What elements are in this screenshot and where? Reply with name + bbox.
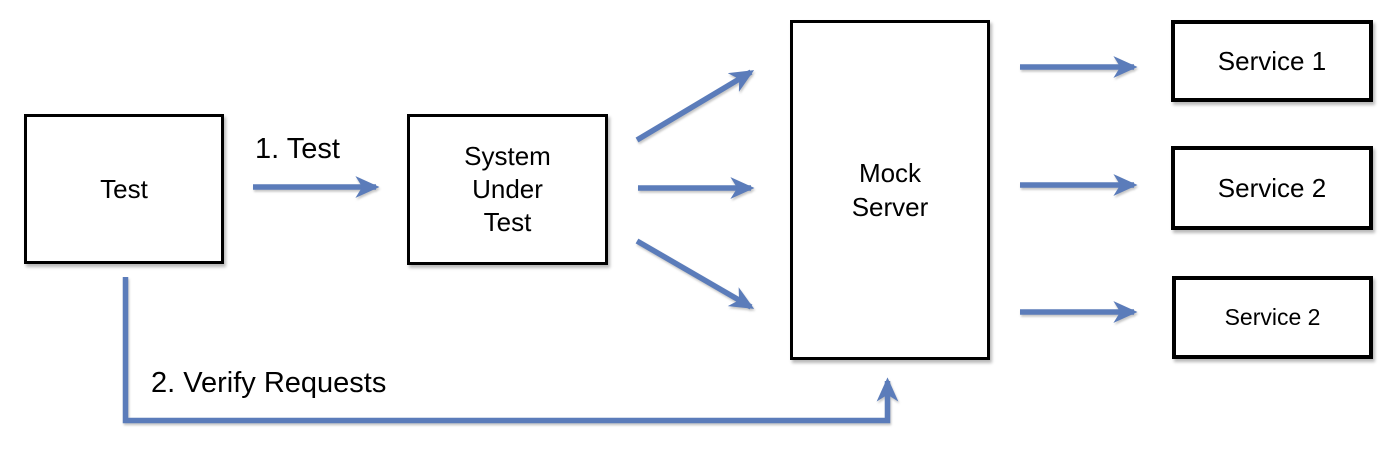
service-3-label: Service 2 [1224, 304, 1321, 330]
system-under-test-node: System Under Test [407, 114, 608, 265]
mock-server-label-line1: Mock [858, 158, 922, 188]
step-2-verify-requests-label: 2. Verify Requests [151, 367, 387, 399]
service-1-label: Service 1 [1217, 45, 1327, 76]
arrow-sut-to-mock-bottom [635, 238, 755, 310]
step-1-test-label: 1. Test [255, 133, 340, 165]
system-under-test-label-line3: Test [483, 207, 532, 237]
mock-server-label-line2: Server [851, 192, 929, 222]
system-under-test-label-line1: System [464, 141, 551, 171]
arrow-sut-to-mock-top [635, 69, 755, 143]
system-under-test-label-line2: Under [472, 174, 543, 204]
mock-server-node: Mock Server [790, 20, 990, 360]
test-node-label: Test [100, 173, 148, 204]
test-node: Test [24, 114, 224, 264]
service-1-node: Service 1 [1171, 20, 1373, 102]
service-3-node: Service 2 [1172, 276, 1373, 359]
service-2-label: Service 2 [1217, 172, 1327, 203]
service-2-node: Service 2 [1171, 146, 1373, 230]
